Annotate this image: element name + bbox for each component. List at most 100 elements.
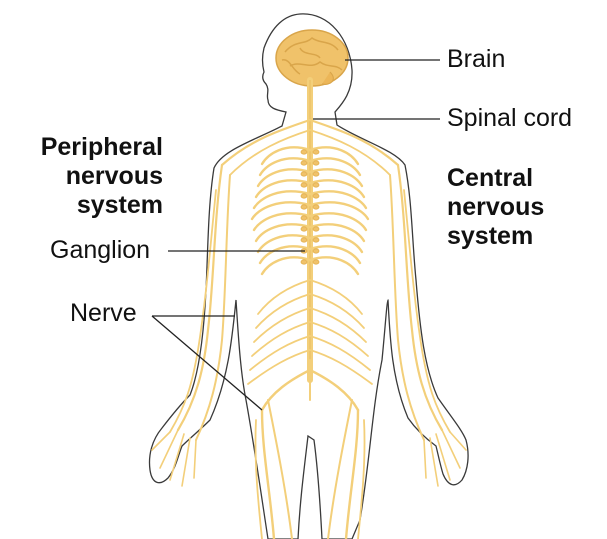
nerve-path [193,439,197,479]
nerve-path [357,419,366,539]
ganglia [300,149,320,265]
nerve-path [181,437,191,487]
leader-lines [151,59,440,411]
nerve-path [308,212,368,232]
ganglion-node [300,182,308,188]
nerve-path [254,223,312,243]
nerve-path [258,245,312,265]
nerve-path [344,408,360,539]
nerve-path [308,223,366,243]
nerve-path [308,168,364,188]
nerve-path [308,118,400,167]
nerve-path [254,179,312,199]
peripheral-line-3: system [76,191,163,219]
nerve-path [169,433,185,481]
ganglion-node [312,193,320,199]
nerve-path [309,349,373,385]
peripheral-nervous-system-label: Peripheral nervous system [18,133,163,220]
nerve-path [169,189,217,433]
nerve-path [308,245,362,265]
ganglion-node [312,215,320,221]
ganglion-node [300,160,308,166]
nerve-path [403,189,451,433]
spinal-cord-label: Spinal cord [447,104,573,132]
nerve-path [176,163,224,432]
ganglion-node [312,160,320,166]
ganglion-node [300,204,308,210]
nerve-path [327,399,353,539]
ganglion-node [300,226,308,232]
nerve-path [267,399,293,539]
ganglion-node [312,204,320,210]
central-line-2: nervous [447,193,545,221]
ganglion-node [312,182,320,188]
nerve-path [429,437,439,487]
ganglion-node [312,171,320,177]
ganglion-node [300,215,308,221]
nerve-path [159,429,179,469]
central-line-1: Central [447,164,534,192]
ganglion-node [300,259,308,265]
peripheral-line-1: Peripheral [40,133,163,161]
peripheral-line-2: nervous [65,162,163,190]
ganglion-label: Ganglion [50,236,151,264]
nerve-path [260,368,312,412]
nerve-path [308,256,360,276]
nerve-path [308,157,362,177]
nerve-path [308,190,368,210]
ganglion-node [300,193,308,199]
nerve-label: Nerve [70,299,137,327]
nerve-path [309,129,391,176]
nerve-path [256,234,312,254]
ganglion-node [312,226,320,232]
nerve-path [309,335,371,371]
nerve-path [308,234,364,254]
nerve-path [229,129,311,176]
nerve-path [309,279,363,315]
nerve-path [260,256,312,276]
brain-label: Brain [447,45,506,73]
brain-shape [275,29,349,87]
ganglion-node [312,149,320,155]
nerve-path [308,368,360,412]
ganglion-node [300,149,308,155]
nerve-leader-line-2 [151,315,263,411]
nerve-path [249,335,311,371]
ganglion-node [312,259,320,265]
nerve-path [308,179,366,199]
nerve-path [260,408,276,539]
nerve-path [309,293,365,329]
nerve-path [253,307,311,343]
nerve-path [254,419,263,539]
nerve-path [423,439,427,479]
nerve-path [151,431,171,451]
ganglion-node [312,237,320,243]
nerve-path [250,201,312,221]
nerve-path [258,157,312,177]
nerve-path [309,307,367,343]
nerve-path [251,321,311,357]
ganglion-node [300,237,308,243]
peripheral-nerves [151,118,467,539]
nerve-path [255,293,311,329]
nerve-path [260,146,312,166]
nerve-path [308,146,360,166]
nerve-path [247,349,311,385]
nerve-path [389,174,425,441]
nerve-path [441,429,461,469]
central-line-3: system [447,222,534,250]
nerve-path [195,174,231,441]
nerve-path [257,279,311,315]
nerve-path [252,190,312,210]
central-nervous-system-label: Central nervous system [447,164,544,251]
nerve-path [220,118,312,167]
nerve-path [252,212,312,232]
ganglion-node [312,248,320,254]
nerve-path [449,431,467,451]
nerve-path [256,168,312,188]
nerve-path [435,433,451,481]
nerve-path [308,201,370,221]
nerve-path [309,321,369,357]
